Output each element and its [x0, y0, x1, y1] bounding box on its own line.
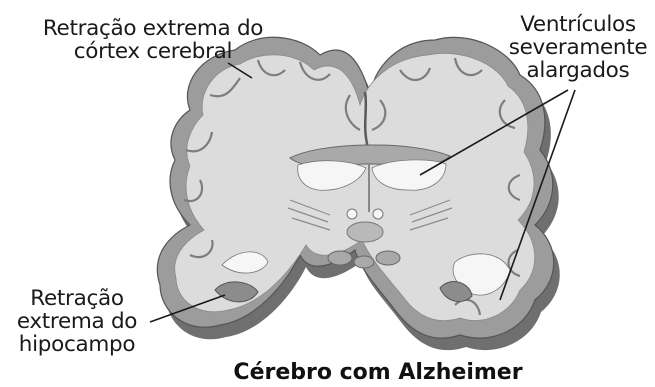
label-ventricles: Ventrículos severamente alargados [498, 13, 655, 82]
label-cortex: Retração extrema do córtex cerebral [28, 17, 278, 63]
label-ventricles-line-2: severamente [498, 36, 655, 59]
third-ventricle [347, 222, 383, 242]
label-cortex-line-1: Retração extrema do [28, 17, 278, 40]
label-hippocampus-line-1: Retração [2, 287, 152, 310]
figure-caption: Cérebro com Alzheimer [178, 360, 578, 385]
label-hippocampus-line-2: extrema do [2, 310, 152, 333]
label-cortex-line-2: córtex cerebral [28, 40, 278, 63]
small-ventricle-dot [347, 209, 357, 219]
label-ventricles-line-1: Ventrículos [498, 13, 655, 36]
small-ventricle-dot [373, 209, 383, 219]
label-ventricles-line-3: alargados [498, 59, 655, 82]
label-hippocampus-line-3: hipocampo [2, 333, 152, 356]
label-hippocampus: Retração extrema do hipocampo [2, 287, 152, 356]
